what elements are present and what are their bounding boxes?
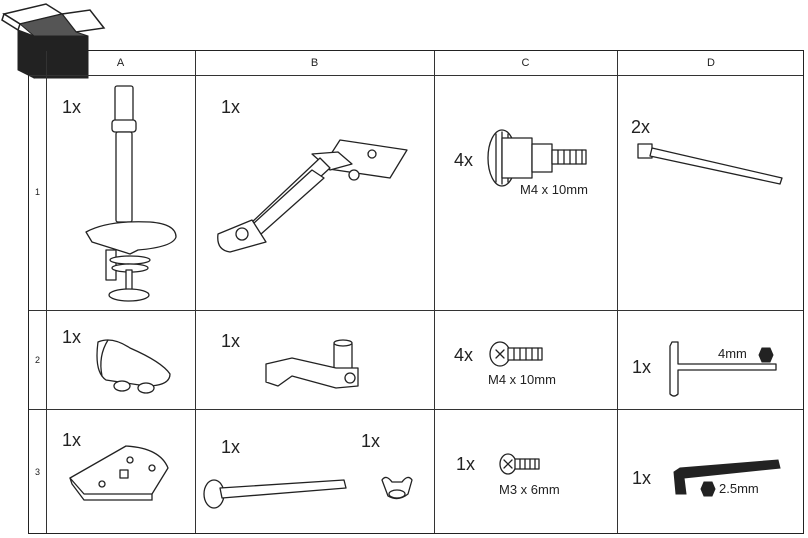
part-c3-label: M3 x 6mm (499, 482, 560, 497)
arm-extension-icon (265, 339, 359, 389)
part-d2-label: 4mm (718, 346, 747, 361)
pole-clamp-icon (85, 85, 177, 302)
row-header-1: 1 (34, 187, 40, 197)
box-icon (1, 3, 106, 79)
part-a1-qty: 1x (62, 97, 82, 117)
part-c1-label: M4 x 10mm (520, 182, 588, 197)
column-header-d: D (707, 57, 715, 69)
parts-grid: A B C D 1 2 3 (28, 50, 804, 534)
base-cover-icon (96, 339, 171, 394)
hex-icon (700, 481, 716, 497)
part-c1-qty: 4x (454, 150, 474, 170)
part-b3b-qty: 1x (361, 431, 381, 451)
part-d2-qty: 1x (632, 357, 652, 377)
thumb-screw-icon (487, 129, 587, 187)
part-d3-label: 2.5mm (719, 481, 759, 496)
part-b2-qty: 1x (221, 331, 241, 351)
part-c2-qty: 4x (454, 345, 474, 365)
part-a2-qty: 1x (62, 327, 82, 347)
part-c2-label: M4 x 10mm (488, 372, 556, 387)
bolt-icon (203, 479, 347, 509)
column-header-b: B (310, 57, 319, 69)
part-d1-qty: 2x (631, 117, 651, 137)
part-b3a-qty: 1x (221, 437, 241, 457)
cable-tie-icon (637, 143, 783, 185)
column-header-c: C (521, 57, 530, 69)
grommet-plate-icon (69, 445, 169, 501)
part-b1-qty: 1x (221, 97, 241, 117)
phillips-screw-icon (499, 453, 540, 475)
column-header-a: A (116, 57, 125, 69)
phillips-screw-icon (489, 341, 543, 367)
t-hex-key-icon (669, 341, 777, 397)
wing-nut-icon (381, 476, 413, 500)
row-header-2: 2 (34, 355, 40, 365)
hex-icon (758, 347, 774, 363)
part-c3-qty: 1x (456, 454, 476, 474)
part-d3-qty: 1x (632, 468, 652, 488)
row-header-3: 3 (34, 467, 40, 477)
hex-key-icon (673, 459, 781, 495)
part-a3-qty: 1x (62, 430, 82, 450)
monitor-arm-icon (217, 139, 408, 253)
